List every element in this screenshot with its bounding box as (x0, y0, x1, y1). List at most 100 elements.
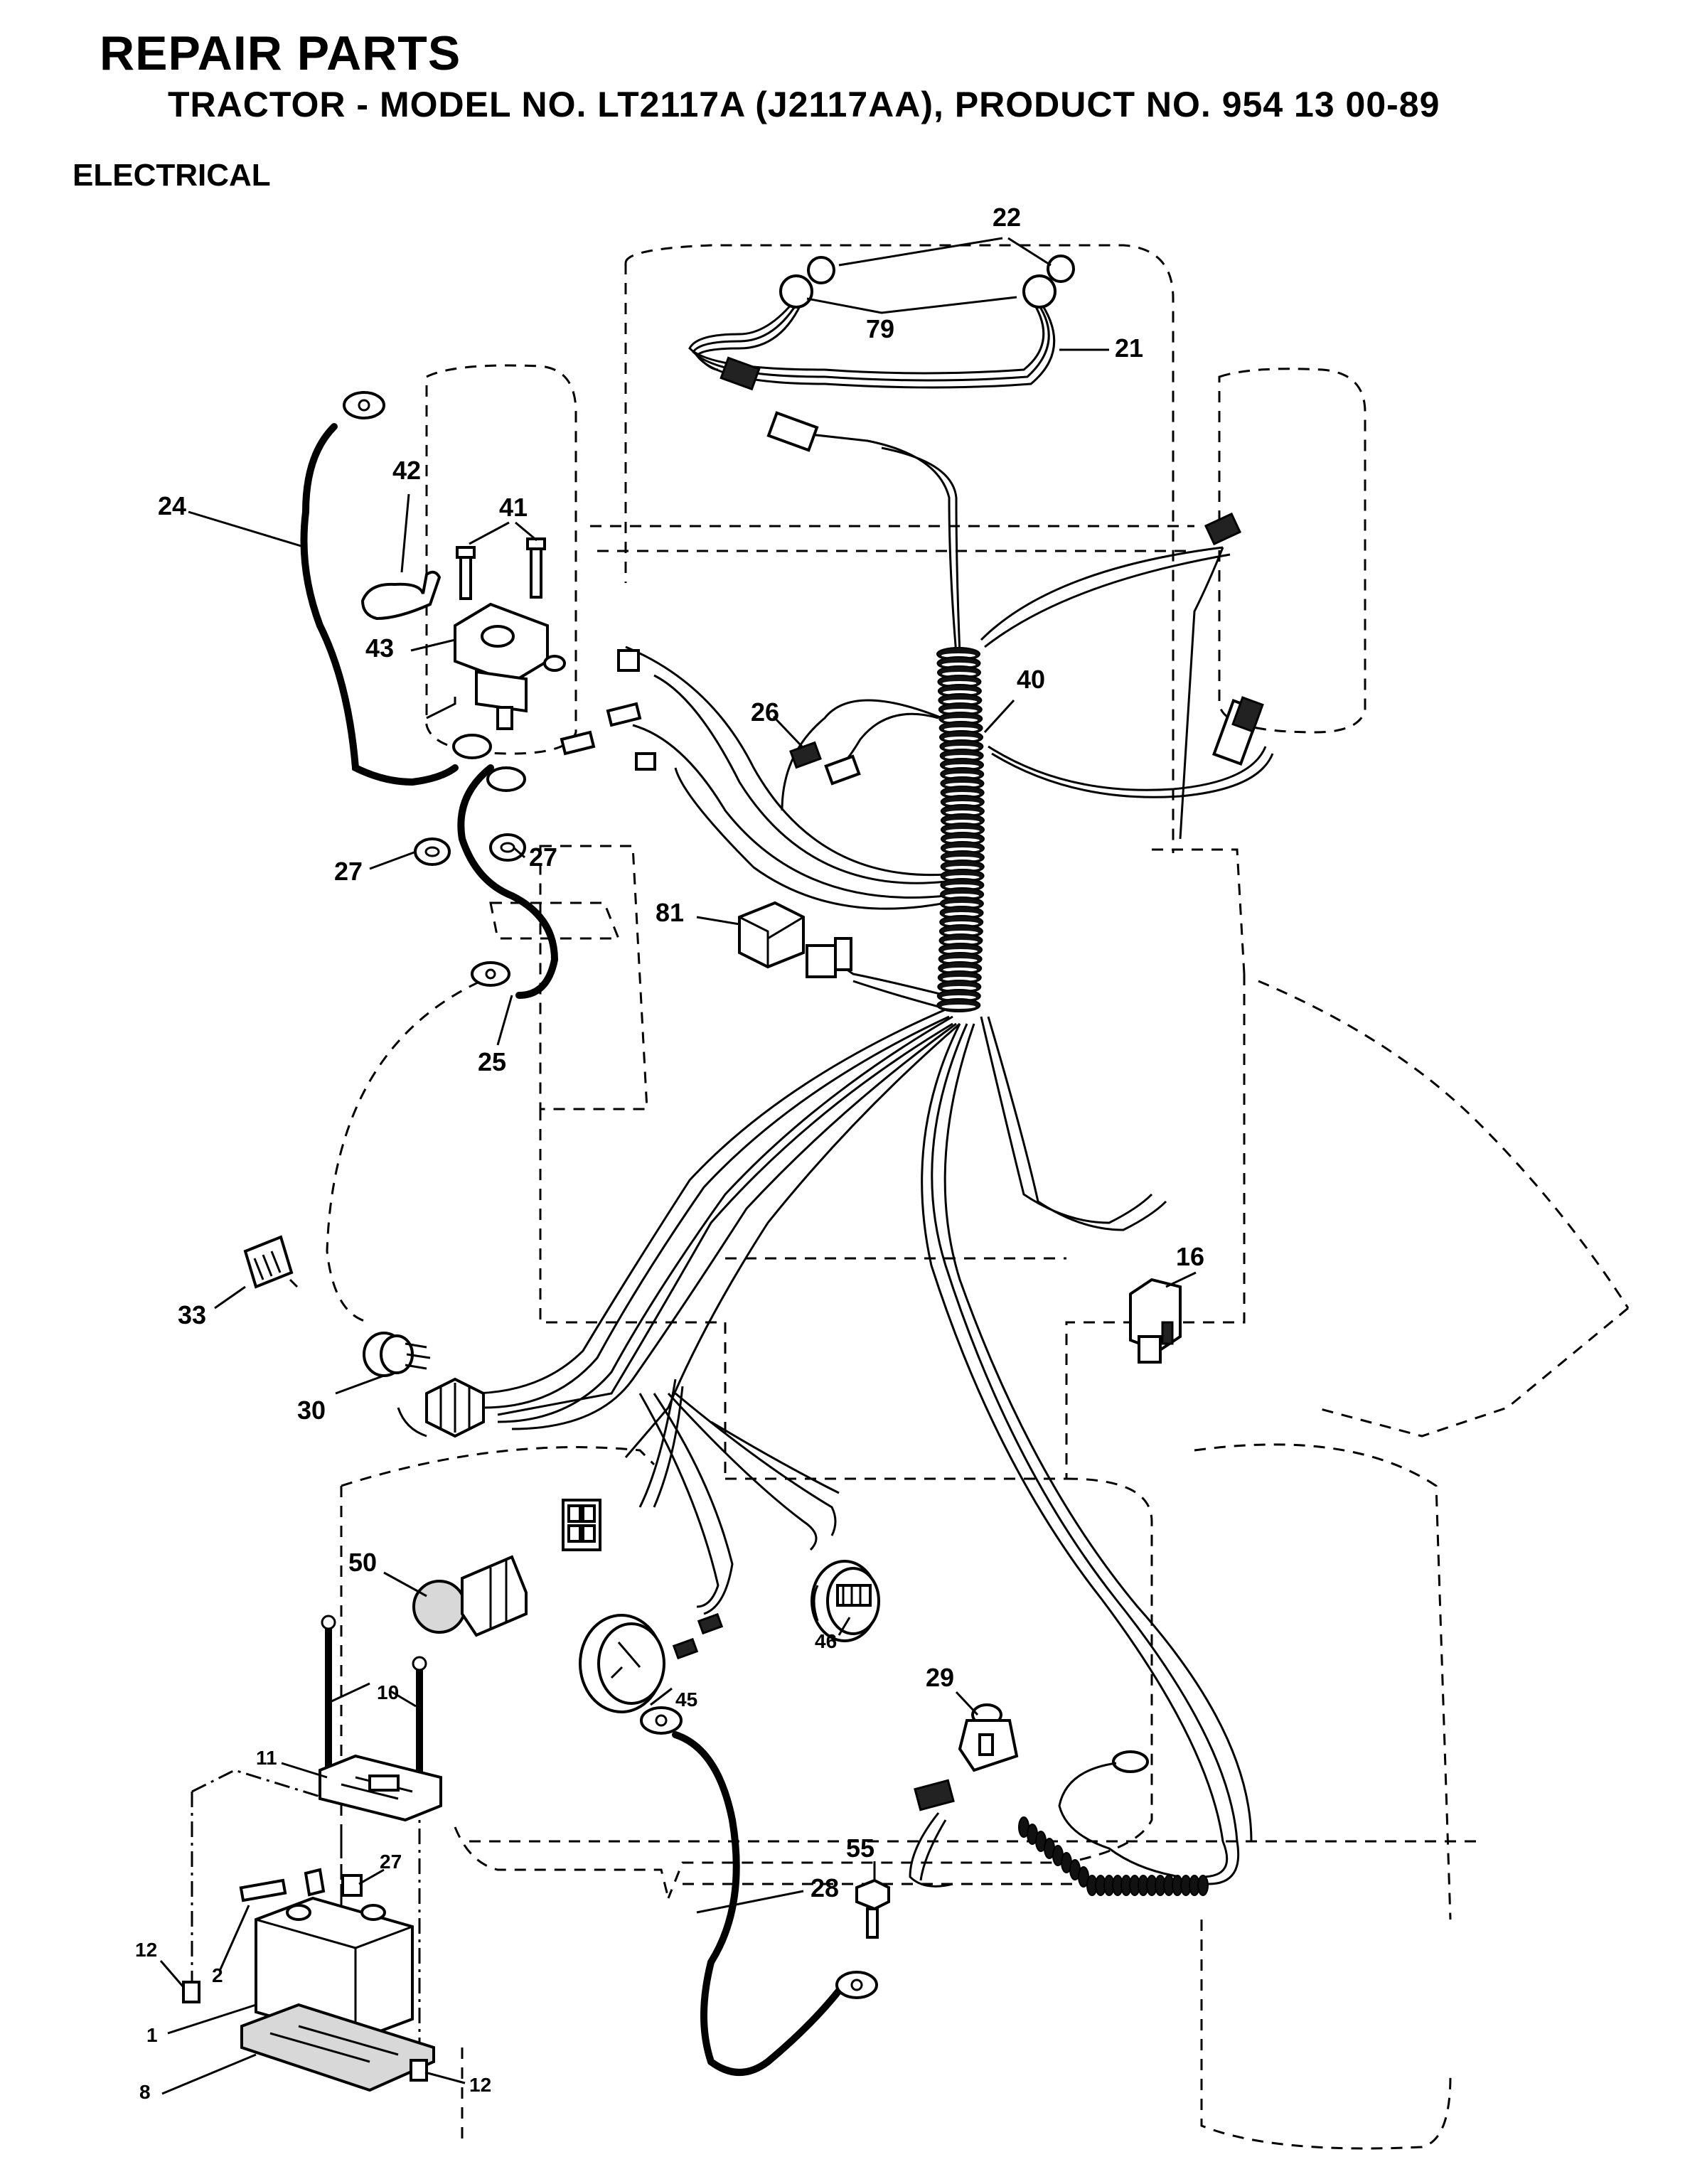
callout-labels: 22 79 21 42 41 24 43 40 26 27 27 81 25 1… (135, 203, 1204, 2103)
ignition-switch-30 (363, 1332, 485, 1438)
callout-30: 30 (297, 1396, 326, 1425)
loom-coil-highlight (945, 829, 980, 833)
loom-coil-highlight (945, 894, 980, 898)
loom-coil-highlight (943, 700, 978, 704)
harness-loom (936, 647, 985, 1012)
callout-12-upper: 12 (135, 1939, 157, 1961)
solenoid (426, 602, 566, 730)
callout-24: 24 (158, 491, 186, 520)
loom-coil-highlight (943, 940, 978, 944)
loom-coil-highlight (945, 810, 980, 815)
loom-coil-highlight (944, 764, 979, 769)
main-harness (625, 432, 1274, 1011)
section-title: ELECTRICAL (73, 158, 271, 193)
callout-22: 22 (993, 203, 1021, 232)
loom-coil-highlight (942, 681, 977, 685)
callout-27-right: 27 (529, 842, 557, 872)
loom-coil-highlight (945, 801, 980, 805)
seat-switch-29 (909, 1703, 1019, 1888)
callout-41: 41 (499, 493, 528, 522)
nut-27-left (414, 837, 451, 866)
callout-46: 46 (815, 1630, 837, 1652)
clip-12-lower (410, 2059, 428, 2082)
callout-26: 26 (751, 697, 779, 727)
loom-coil-highlight (943, 968, 978, 972)
clip-12-upper (182, 1981, 200, 2003)
callout-81: 81 (656, 898, 684, 927)
leader-lines (159, 237, 1197, 2095)
coil-segment (1078, 1866, 1089, 1888)
callout-16: 16 (1176, 1242, 1204, 1271)
part-33 (243, 1235, 299, 1289)
callout-40: 40 (1017, 665, 1045, 694)
switch-16 (1129, 1278, 1182, 1364)
screws-41 (456, 537, 546, 600)
callout-29: 29 (926, 1663, 954, 1692)
callout-45: 45 (675, 1688, 697, 1711)
callout-11: 11 (256, 1747, 277, 1769)
loom-coil-highlight (945, 847, 980, 852)
headlight-harness (688, 255, 1075, 452)
cable-28 (640, 1706, 878, 2076)
hold-down-clamp-11 (319, 1754, 442, 1822)
tractor-outline (326, 244, 1630, 2150)
loom-coil-highlight (944, 755, 979, 759)
hour-meter-46 (811, 1560, 880, 1642)
ring-terminals (452, 649, 656, 792)
callout-50: 50 (348, 1548, 377, 1577)
nut-27-right (489, 833, 526, 862)
relay-81 (738, 901, 852, 978)
callout-12-lower: 12 (469, 2074, 491, 2096)
loom-coil-highlight (944, 737, 979, 741)
loom-coil-highlight (943, 931, 978, 935)
loom-coil-highlight (941, 672, 976, 676)
connector-26 (789, 741, 861, 786)
callout-28: 28 (811, 1873, 839, 1902)
loom-coil-highlight (941, 663, 976, 667)
loom-coil-highlight (945, 884, 980, 889)
loom-coil-highlight (945, 838, 980, 842)
loom-coil-highlight (941, 1005, 976, 1009)
loom-coil-highlight (944, 903, 979, 907)
boot-42 (360, 570, 442, 621)
ground-wire (1058, 1762, 1181, 1878)
loom-coil-highlight (941, 653, 975, 658)
nut-27-battery (341, 1874, 363, 1897)
page-title: REPAIR PARTS (100, 26, 461, 80)
loom-coil-highlight (941, 995, 976, 1000)
loom-coil-highlight (942, 977, 977, 981)
callout-43: 43 (365, 633, 394, 663)
callout-10: 10 (377, 1681, 399, 1703)
loom-coil-highlight (942, 690, 977, 695)
battery-tray-8 (240, 2003, 435, 2092)
switch-50 (412, 1555, 528, 1637)
bolt-55 (855, 1878, 890, 1939)
loom-coil-highlight (945, 857, 980, 861)
loom-coil-highlight (945, 866, 980, 870)
callout-2: 2 (212, 1964, 223, 1986)
loom-coil-highlight (943, 727, 978, 732)
coiled-wire (1018, 1750, 1209, 1896)
loom-coil-highlight (943, 958, 978, 963)
callout-8: 8 (139, 2081, 151, 2103)
loom-coil-highlight (942, 986, 977, 990)
loom-coil-highlight (945, 875, 980, 879)
battery-cable-24 (300, 391, 459, 786)
loom-coil-highlight (945, 774, 980, 778)
loom-coil-highlight (944, 912, 979, 916)
cable-25 (457, 764, 559, 999)
plug-connector (562, 1499, 601, 1551)
loom-coil-highlight (943, 949, 978, 953)
callout-25: 25 (478, 1047, 506, 1076)
loom-coil-highlight (944, 746, 979, 750)
right-side-harness (1179, 512, 1264, 840)
loom-coil-highlight (944, 921, 979, 926)
terminal-bolt-2 (239, 1868, 326, 1902)
callout-79: 79 (866, 314, 894, 343)
coil-segment (1197, 1875, 1209, 1896)
loom-coil-highlight (945, 792, 980, 796)
callout-1: 1 (146, 2024, 158, 2046)
loom-coil-highlight (945, 820, 980, 824)
callout-55: 55 (846, 1834, 874, 1863)
